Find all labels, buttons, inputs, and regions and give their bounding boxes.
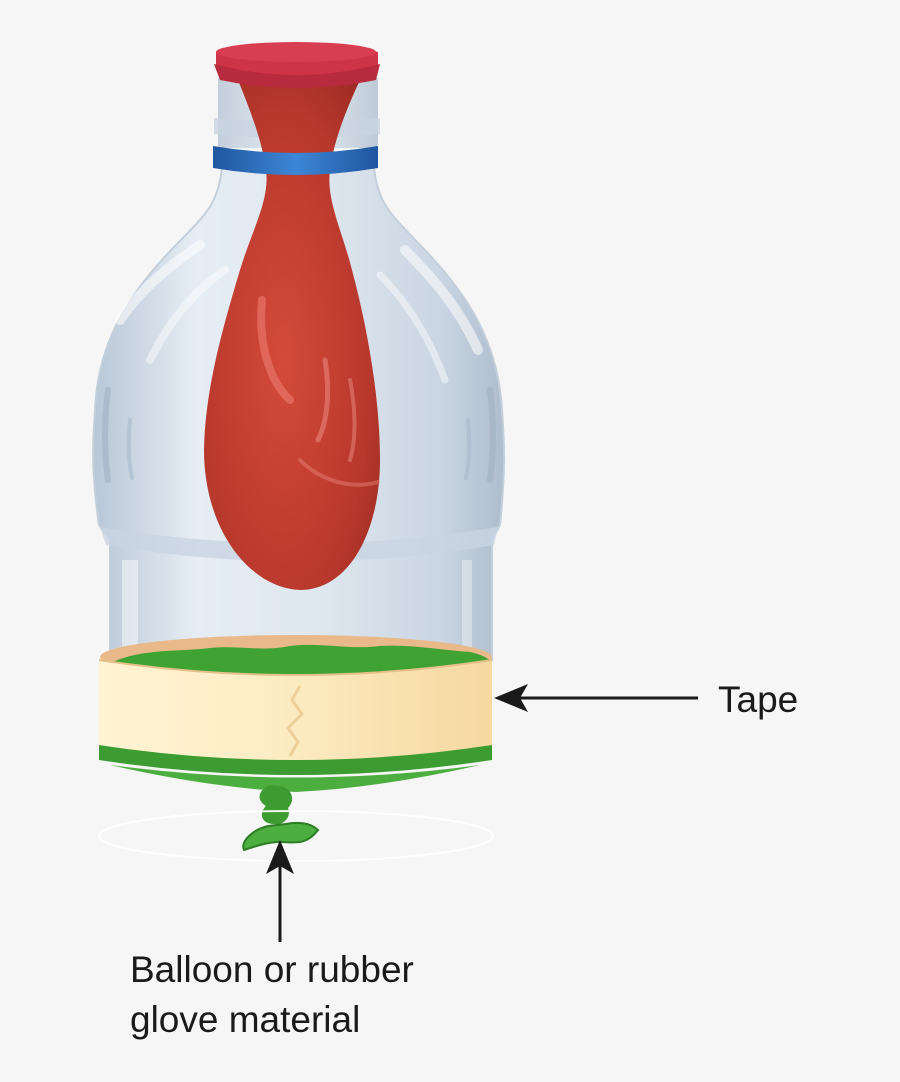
balloon-label-line-2: glove material	[130, 999, 361, 1040]
balloon-arrow	[266, 840, 294, 942]
red-balloon-icon	[204, 42, 380, 590]
rubber-band-icon	[213, 146, 378, 175]
tape-label: Tape	[718, 679, 799, 720]
tape-band-icon	[98, 659, 493, 760]
green-membrane-icon	[98, 635, 494, 862]
tape-arrow	[494, 684, 698, 712]
balloon-label-line-1: Balloon or rubber	[130, 949, 414, 990]
